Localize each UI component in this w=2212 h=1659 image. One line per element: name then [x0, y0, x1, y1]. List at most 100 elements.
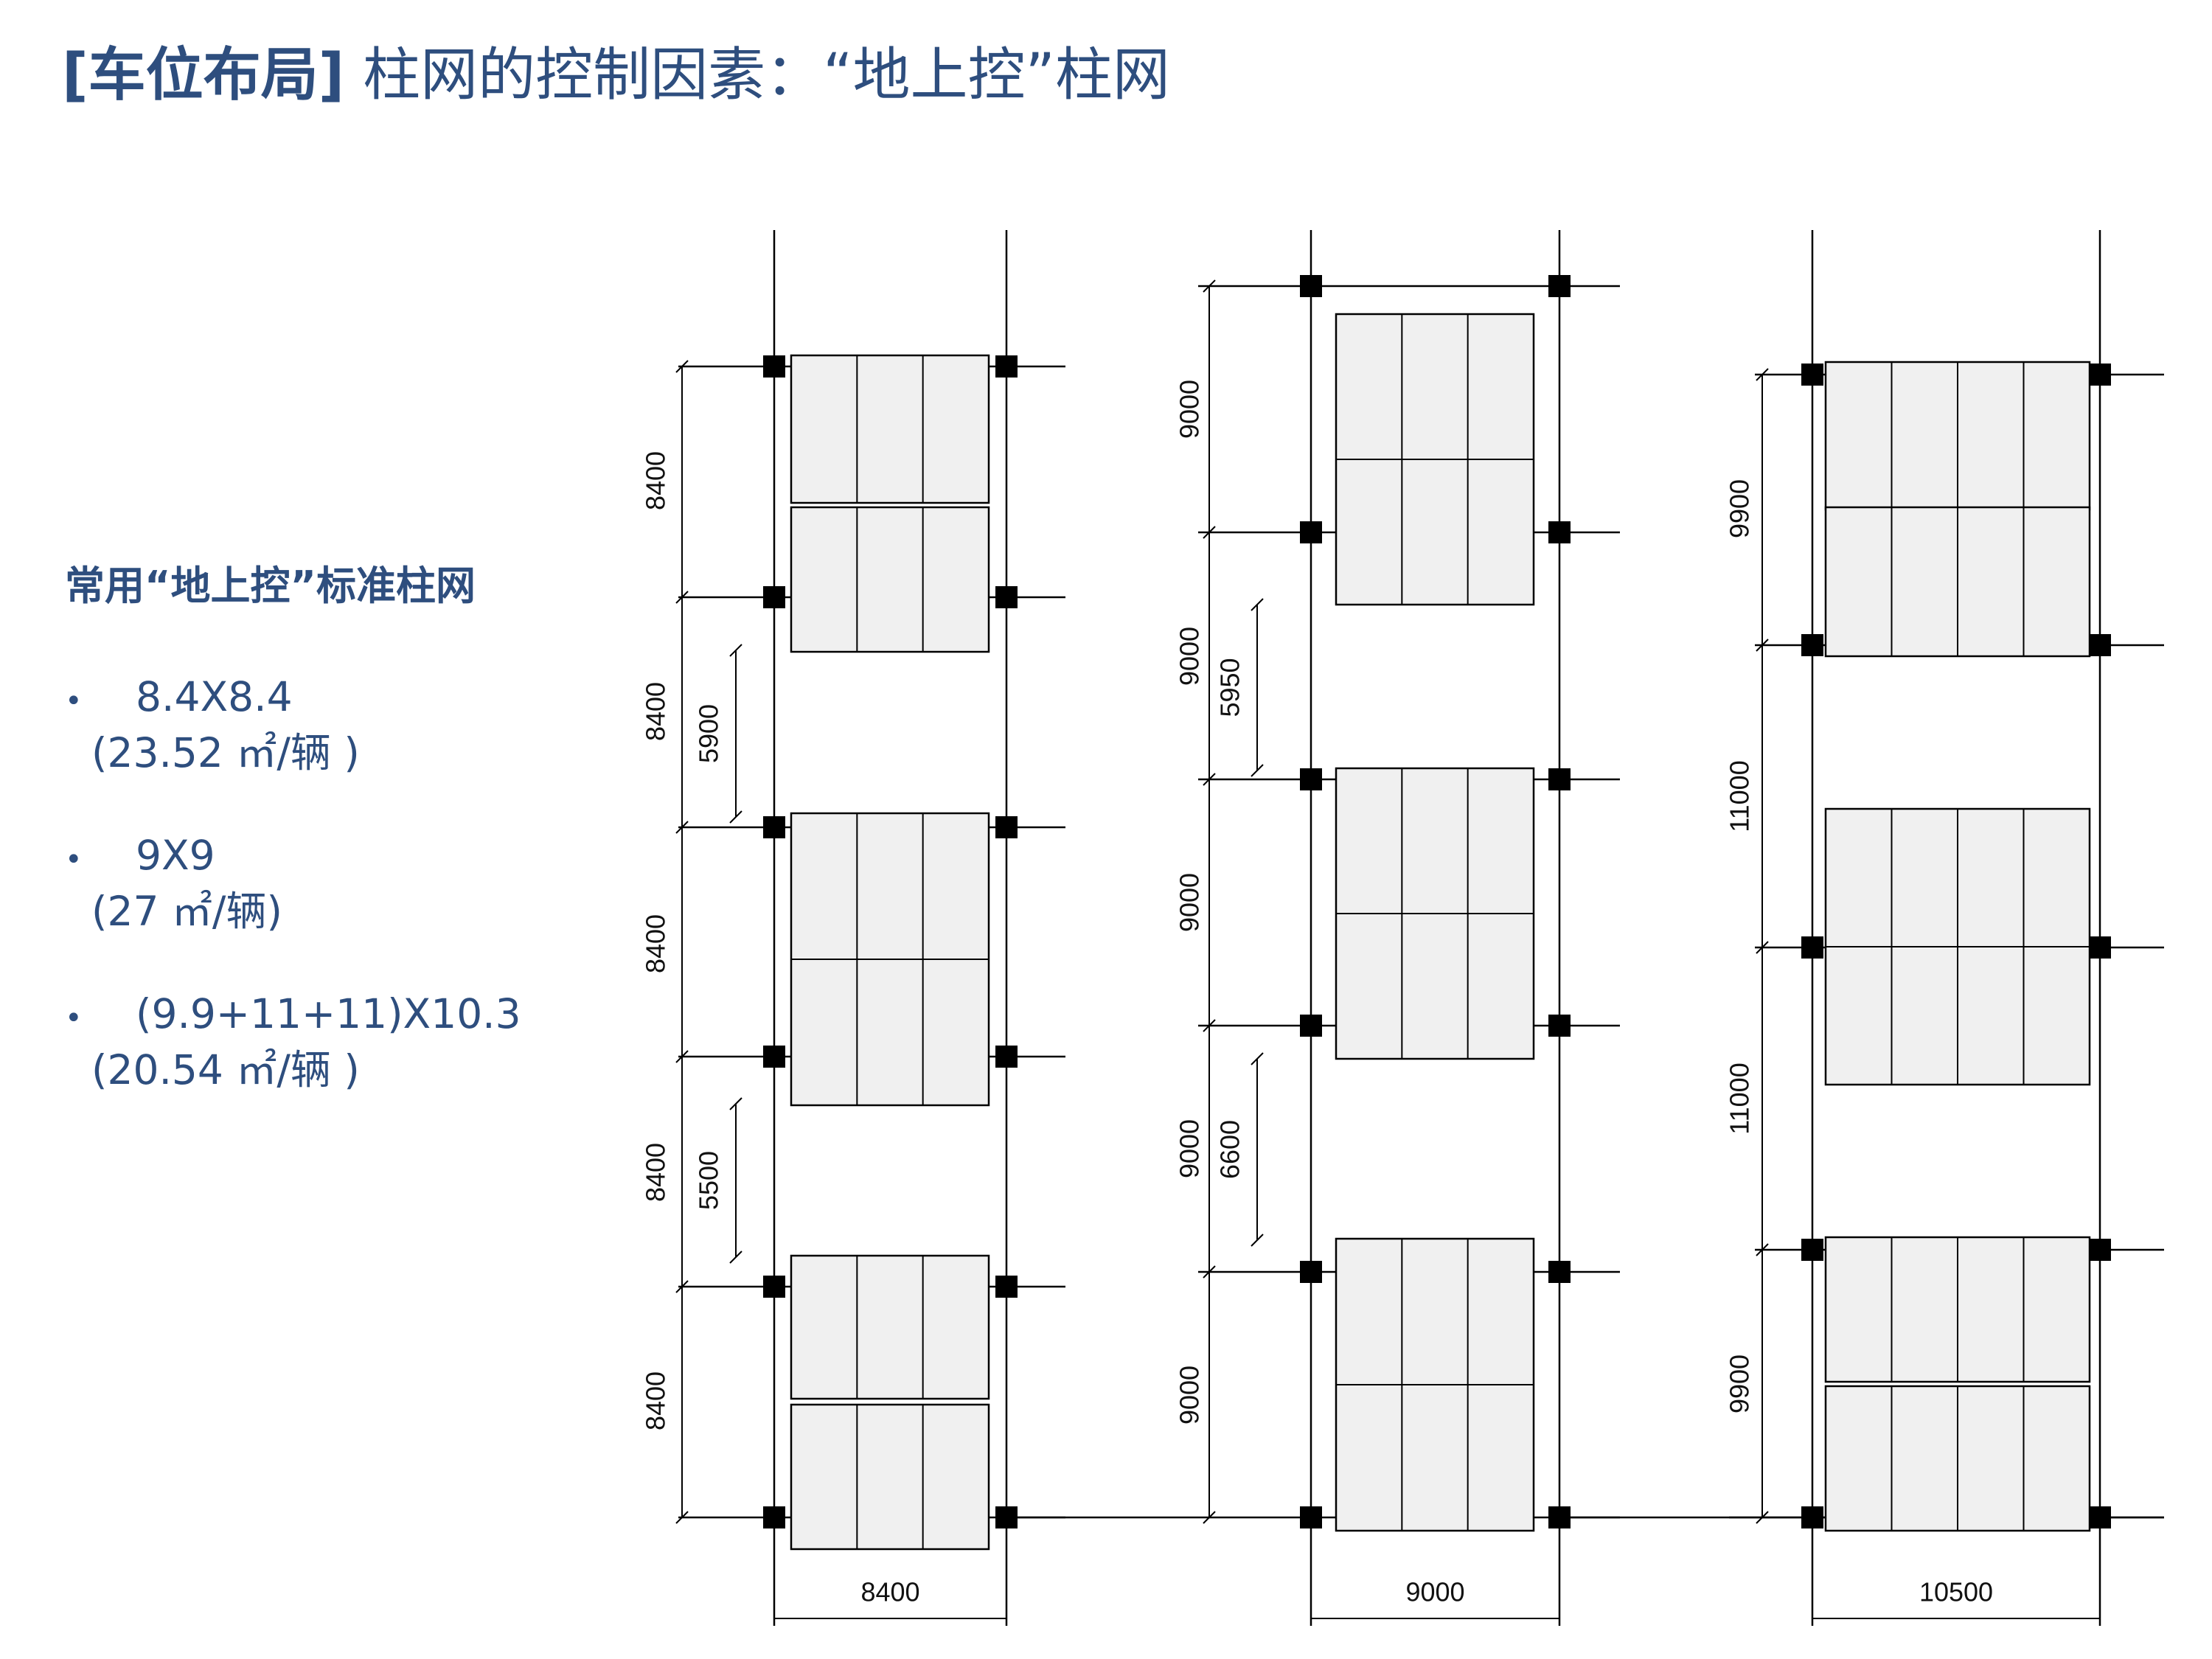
dimension-tick: [1203, 526, 1216, 539]
parking-stall-block: [790, 1403, 990, 1551]
column-marker: [1300, 1506, 1322, 1528]
list-heading: 常用“地上控”标准柱网: [65, 563, 476, 609]
bay-dimension-label: 8400: [641, 682, 671, 741]
aisle-dimension-label: 5950: [1215, 658, 1245, 717]
grid-size: (9.9+11+11)X10.3: [136, 990, 521, 1037]
title-subtitle: 柱网的控制因素：“地上控”柱网: [363, 42, 1170, 108]
bay-dimension-label: 8400: [641, 1371, 671, 1430]
list-item: • 9X9 (27 ㎡/辆): [65, 830, 596, 937]
dimension-tick: [1251, 598, 1264, 611]
aisle-dimension-label: 5900: [694, 704, 724, 763]
parking-stall-block: [790, 354, 990, 504]
column-marker: [1300, 1015, 1322, 1037]
bay-dimension-label: 9900: [1725, 479, 1755, 538]
dimension-tick: [1756, 639, 1769, 652]
column-marker: [995, 355, 1018, 378]
column-marker: [995, 1276, 1018, 1298]
width-dimension-label: 9000: [1405, 1577, 1464, 1607]
column-marker: [763, 816, 785, 838]
grid-area: (20.54 ㎡/辆 ): [91, 1046, 360, 1093]
bay-dimension-label: 9000: [1175, 380, 1205, 439]
grid-area: (23.52 ㎡/辆 ): [91, 729, 360, 776]
bullet-icon: •: [65, 1001, 83, 1035]
dimension-tick: [675, 1280, 689, 1293]
dimension-tick: [1203, 279, 1216, 293]
dimension-tick: [1251, 1052, 1264, 1065]
bay-dimension-label: 9000: [1175, 873, 1205, 932]
bay-dimension-label: 11000: [1725, 760, 1755, 832]
column-marker: [995, 586, 1018, 608]
column-marker: [2089, 1239, 2111, 1261]
dimension-tick: [729, 1097, 742, 1110]
bay-dimension-label: 9000: [1175, 1119, 1205, 1178]
list-item: • (9.9+11+11)X10.3 (20.54 ㎡/辆 ): [65, 988, 596, 1096]
dimension-tick: [729, 644, 742, 657]
column-marker: [2089, 936, 2111, 959]
column-marker: [1548, 1015, 1571, 1037]
column-marker: [763, 1506, 785, 1528]
column-marker: [1548, 521, 1571, 543]
bay-dimension-label: 9900: [1725, 1354, 1755, 1413]
column-marker: [1300, 1261, 1322, 1283]
page-title: [车位布局] 柱网的控制因素：“地上控”柱网: [62, 38, 1170, 112]
title-bracket-label: [车位布局]: [62, 42, 345, 108]
column-marker: [763, 1276, 785, 1298]
column-marker: [2089, 634, 2111, 656]
width-dimension-label: 10500: [1919, 1577, 1993, 1607]
column-marker: [1801, 364, 1823, 386]
parking-stall-block: [790, 506, 990, 653]
column-marker: [763, 586, 785, 608]
dimension-tick: [675, 821, 689, 834]
column-marker: [1548, 768, 1571, 790]
dimension-tick: [1756, 368, 1769, 381]
column-marker: [1801, 1239, 1823, 1261]
dimension-tick: [1203, 1511, 1216, 1524]
grid-area: (27 ㎡/辆): [91, 888, 282, 935]
bay-dimension-label: 8400: [641, 451, 671, 510]
aisle-dimension-label: 6600: [1215, 1120, 1245, 1179]
dimension-tick: [1203, 773, 1216, 786]
column-marker: [995, 1046, 1018, 1068]
dimension-tick: [675, 1511, 689, 1524]
column-marker: [1801, 936, 1823, 959]
dimension-tick: [1203, 1019, 1216, 1032]
dimension-tick: [1251, 1234, 1264, 1247]
column-marker: [1300, 275, 1322, 297]
dimension-tick: [675, 360, 689, 373]
bay-dimension-label: 9000: [1175, 627, 1205, 686]
dimension-tick: [1756, 1243, 1769, 1256]
dimension-tick: [675, 1050, 689, 1063]
column-marker: [1548, 1261, 1571, 1283]
column-marker: [1300, 768, 1322, 790]
parking-stall-block: [790, 1254, 990, 1400]
column-marker: [1548, 275, 1571, 297]
grid-list-panel: 常用“地上控”标准柱网 • 8.4X8.4 (23.52 ㎡/辆 ) • 9X9 (…: [65, 560, 596, 1093]
bay-dimension-label: 11000: [1725, 1062, 1755, 1134]
column-marker: [995, 816, 1018, 838]
aisle-dimension-label: 5500: [694, 1151, 724, 1210]
column-marker: [1801, 634, 1823, 656]
grid-size: 8.4X8.4: [136, 673, 293, 720]
column-marker: [1801, 1506, 1823, 1528]
dimension-tick: [1251, 764, 1264, 777]
dimension-tick: [729, 810, 742, 824]
dimension-tick: [1756, 1511, 1769, 1524]
column-marker: [2089, 364, 2111, 386]
bullet-icon: •: [65, 843, 83, 877]
bullet-icon: •: [65, 684, 83, 718]
dimension-tick: [675, 591, 689, 604]
list-item: • 8.4X8.4 (23.52 ㎡/辆 ): [65, 671, 596, 779]
column-marker: [763, 1046, 785, 1068]
dimension-tick: [1756, 941, 1769, 954]
column-marker: [763, 355, 785, 378]
width-dimension-label: 8400: [860, 1577, 919, 1607]
column-marker: [2089, 1506, 2111, 1528]
bay-dimension-label: 8400: [641, 1143, 671, 1202]
bay-dimension-label: 9000: [1175, 1366, 1205, 1425]
grid-size: 9X9: [136, 832, 215, 879]
bay-dimension-label: 8400: [641, 914, 671, 973]
column-marker: [1300, 521, 1322, 543]
dimension-tick: [729, 1251, 742, 1264]
dimension-tick: [1203, 1265, 1216, 1279]
